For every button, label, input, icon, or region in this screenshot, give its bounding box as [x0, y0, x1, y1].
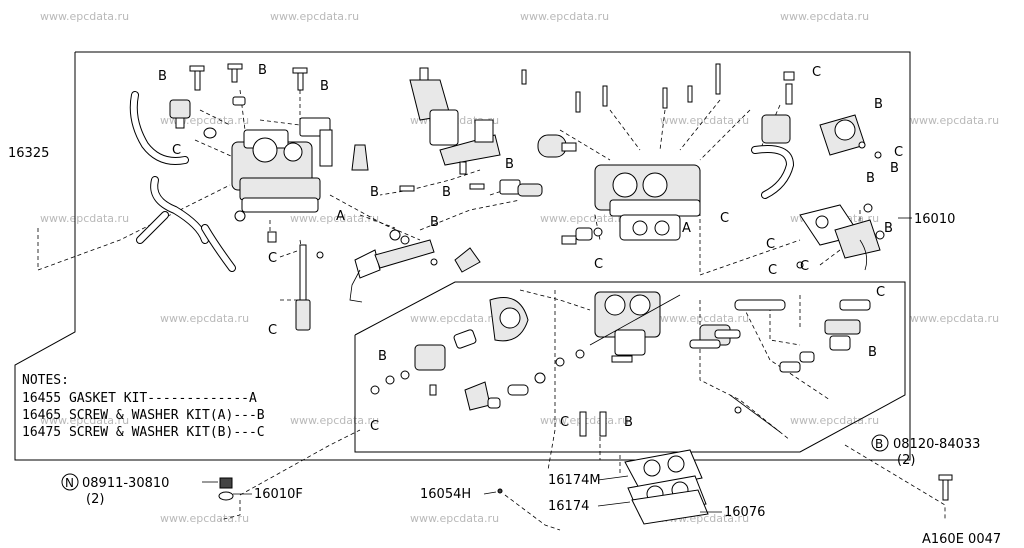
nut-prefix: N: [65, 476, 74, 490]
part-number-16174: 16174: [548, 499, 589, 514]
part-number-16054h: 16054H: [420, 487, 471, 502]
gasket-parts: [218, 449, 953, 525]
notes-block: NOTES: 16455 GASKET KIT-------------A 16…: [22, 373, 265, 440]
callout-letter-c: C: [268, 251, 277, 266]
nut-callout: N 08911-30810 (2): [61, 473, 169, 507]
bolt-quantity: (2): [897, 453, 915, 468]
watermark: www.epcdata.ru: [40, 10, 129, 23]
watermark: www.epcdata.ru: [660, 114, 749, 127]
callout-letter-b: B: [874, 97, 883, 112]
diagram-code: A160E 0047: [922, 532, 1001, 547]
callout-letter-b: B: [866, 171, 875, 186]
watermark: www.epcdata.ru: [540, 212, 629, 225]
callout-letter-c: C: [594, 257, 603, 272]
callout-letter-c: C: [370, 419, 379, 434]
letter-callouts: B B B C A C C B B B B A C C C C C B C B …: [158, 63, 903, 434]
callout-letter-b: B: [430, 215, 439, 230]
callout-letter-b: B: [158, 69, 167, 84]
watermark: www.epcdata.ru: [660, 312, 749, 325]
bolt-part-number: 08120-84033: [893, 437, 980, 452]
callout-letter-c: C: [766, 237, 775, 252]
notes-line: 16475 SCREW & WASHER KIT(B)---C: [22, 425, 265, 440]
right-parts-group: [751, 114, 885, 271]
notes-line: 16465 SCREW & WASHER KIT(A)---B: [22, 408, 265, 423]
part-number-16010: 16010: [914, 212, 955, 227]
leader-lines: [37, 89, 946, 531]
watermark: www.epcdata.ru: [910, 114, 999, 127]
nut-part-number: 08911-30810: [82, 476, 169, 491]
callout-letter-c: C: [876, 285, 885, 300]
part-number-16325: 16325: [8, 146, 49, 161]
nut-callout-circle: [61, 473, 79, 491]
callout-letter-c: C: [560, 415, 569, 430]
center-carburetor-group: [521, 63, 795, 245]
callout-letter-b: B: [505, 157, 514, 172]
callout-letter-c: C: [812, 65, 821, 80]
callout-letter-c: C: [172, 143, 181, 158]
watermark: www.epcdata.ru: [780, 10, 869, 23]
callout-letter-b: B: [258, 63, 267, 78]
callout-letter-c: C: [720, 211, 729, 226]
notes-title: NOTES:: [22, 373, 69, 388]
bolt-callout-circle: [871, 434, 889, 452]
part-number-16174m: 16174M: [548, 473, 601, 488]
watermark: www.epcdata.ru: [290, 212, 379, 225]
callout-letter-a: A: [336, 209, 345, 224]
watermark: www.epcdata.ru: [520, 10, 609, 23]
part-number-16076: 16076: [724, 505, 765, 520]
bolt-callout: B 08120-84033 (2): [871, 434, 980, 468]
watermark: www.epcdata.ru: [790, 414, 879, 427]
watermark: www.epcdata.ru: [410, 512, 499, 525]
callout-letter-c: C: [800, 259, 809, 274]
callout-letter-b: B: [370, 185, 379, 200]
watermark-layer: www.epcdata.ru www.epcdata.ru www.epcdat…: [40, 10, 999, 525]
watermark: www.epcdata.ru: [410, 312, 499, 325]
callout-letter-b: B: [890, 161, 899, 176]
watermark: www.epcdata.ru: [40, 212, 129, 225]
callout-letter-c: C: [268, 323, 277, 338]
watermark: www.epcdata.ru: [160, 512, 249, 525]
callout-letter-b: B: [884, 221, 893, 236]
watermark: www.epcdata.ru: [270, 10, 359, 23]
left-carburetor-group: [129, 63, 369, 331]
callout-letter-b: B: [378, 349, 387, 364]
callout-letter-b: B: [442, 185, 451, 200]
callout-letter-b: B: [868, 345, 877, 360]
watermark: www.epcdata.ru: [160, 312, 249, 325]
nut-quantity: (2): [86, 492, 104, 507]
part-number-16010f: 16010F: [254, 487, 303, 502]
watermark: www.epcdata.ru: [40, 414, 129, 427]
callout-letter-a: A: [682, 221, 691, 236]
callout-letter-c: C: [768, 263, 777, 278]
subassembly-outline: [354, 281, 906, 453]
throttle-linkage-group: [349, 229, 481, 303]
part-number-labels: 16325 16010 16010F 16054H 16174M 16174 1…: [8, 146, 955, 520]
solenoid-group: [399, 67, 543, 197]
bolt-prefix: B: [875, 437, 883, 451]
watermark: www.epcdata.ru: [290, 414, 379, 427]
callout-letter-b: B: [624, 415, 633, 430]
callout-letter-c: C: [894, 145, 903, 160]
inner-subassembly-parts: [370, 291, 871, 437]
watermark: www.epcdata.ru: [910, 312, 999, 325]
notes-line: 16455 GASKET KIT-------------A: [22, 391, 257, 406]
assembly-outline: [14, 51, 911, 461]
callout-letter-b: B: [320, 79, 329, 94]
